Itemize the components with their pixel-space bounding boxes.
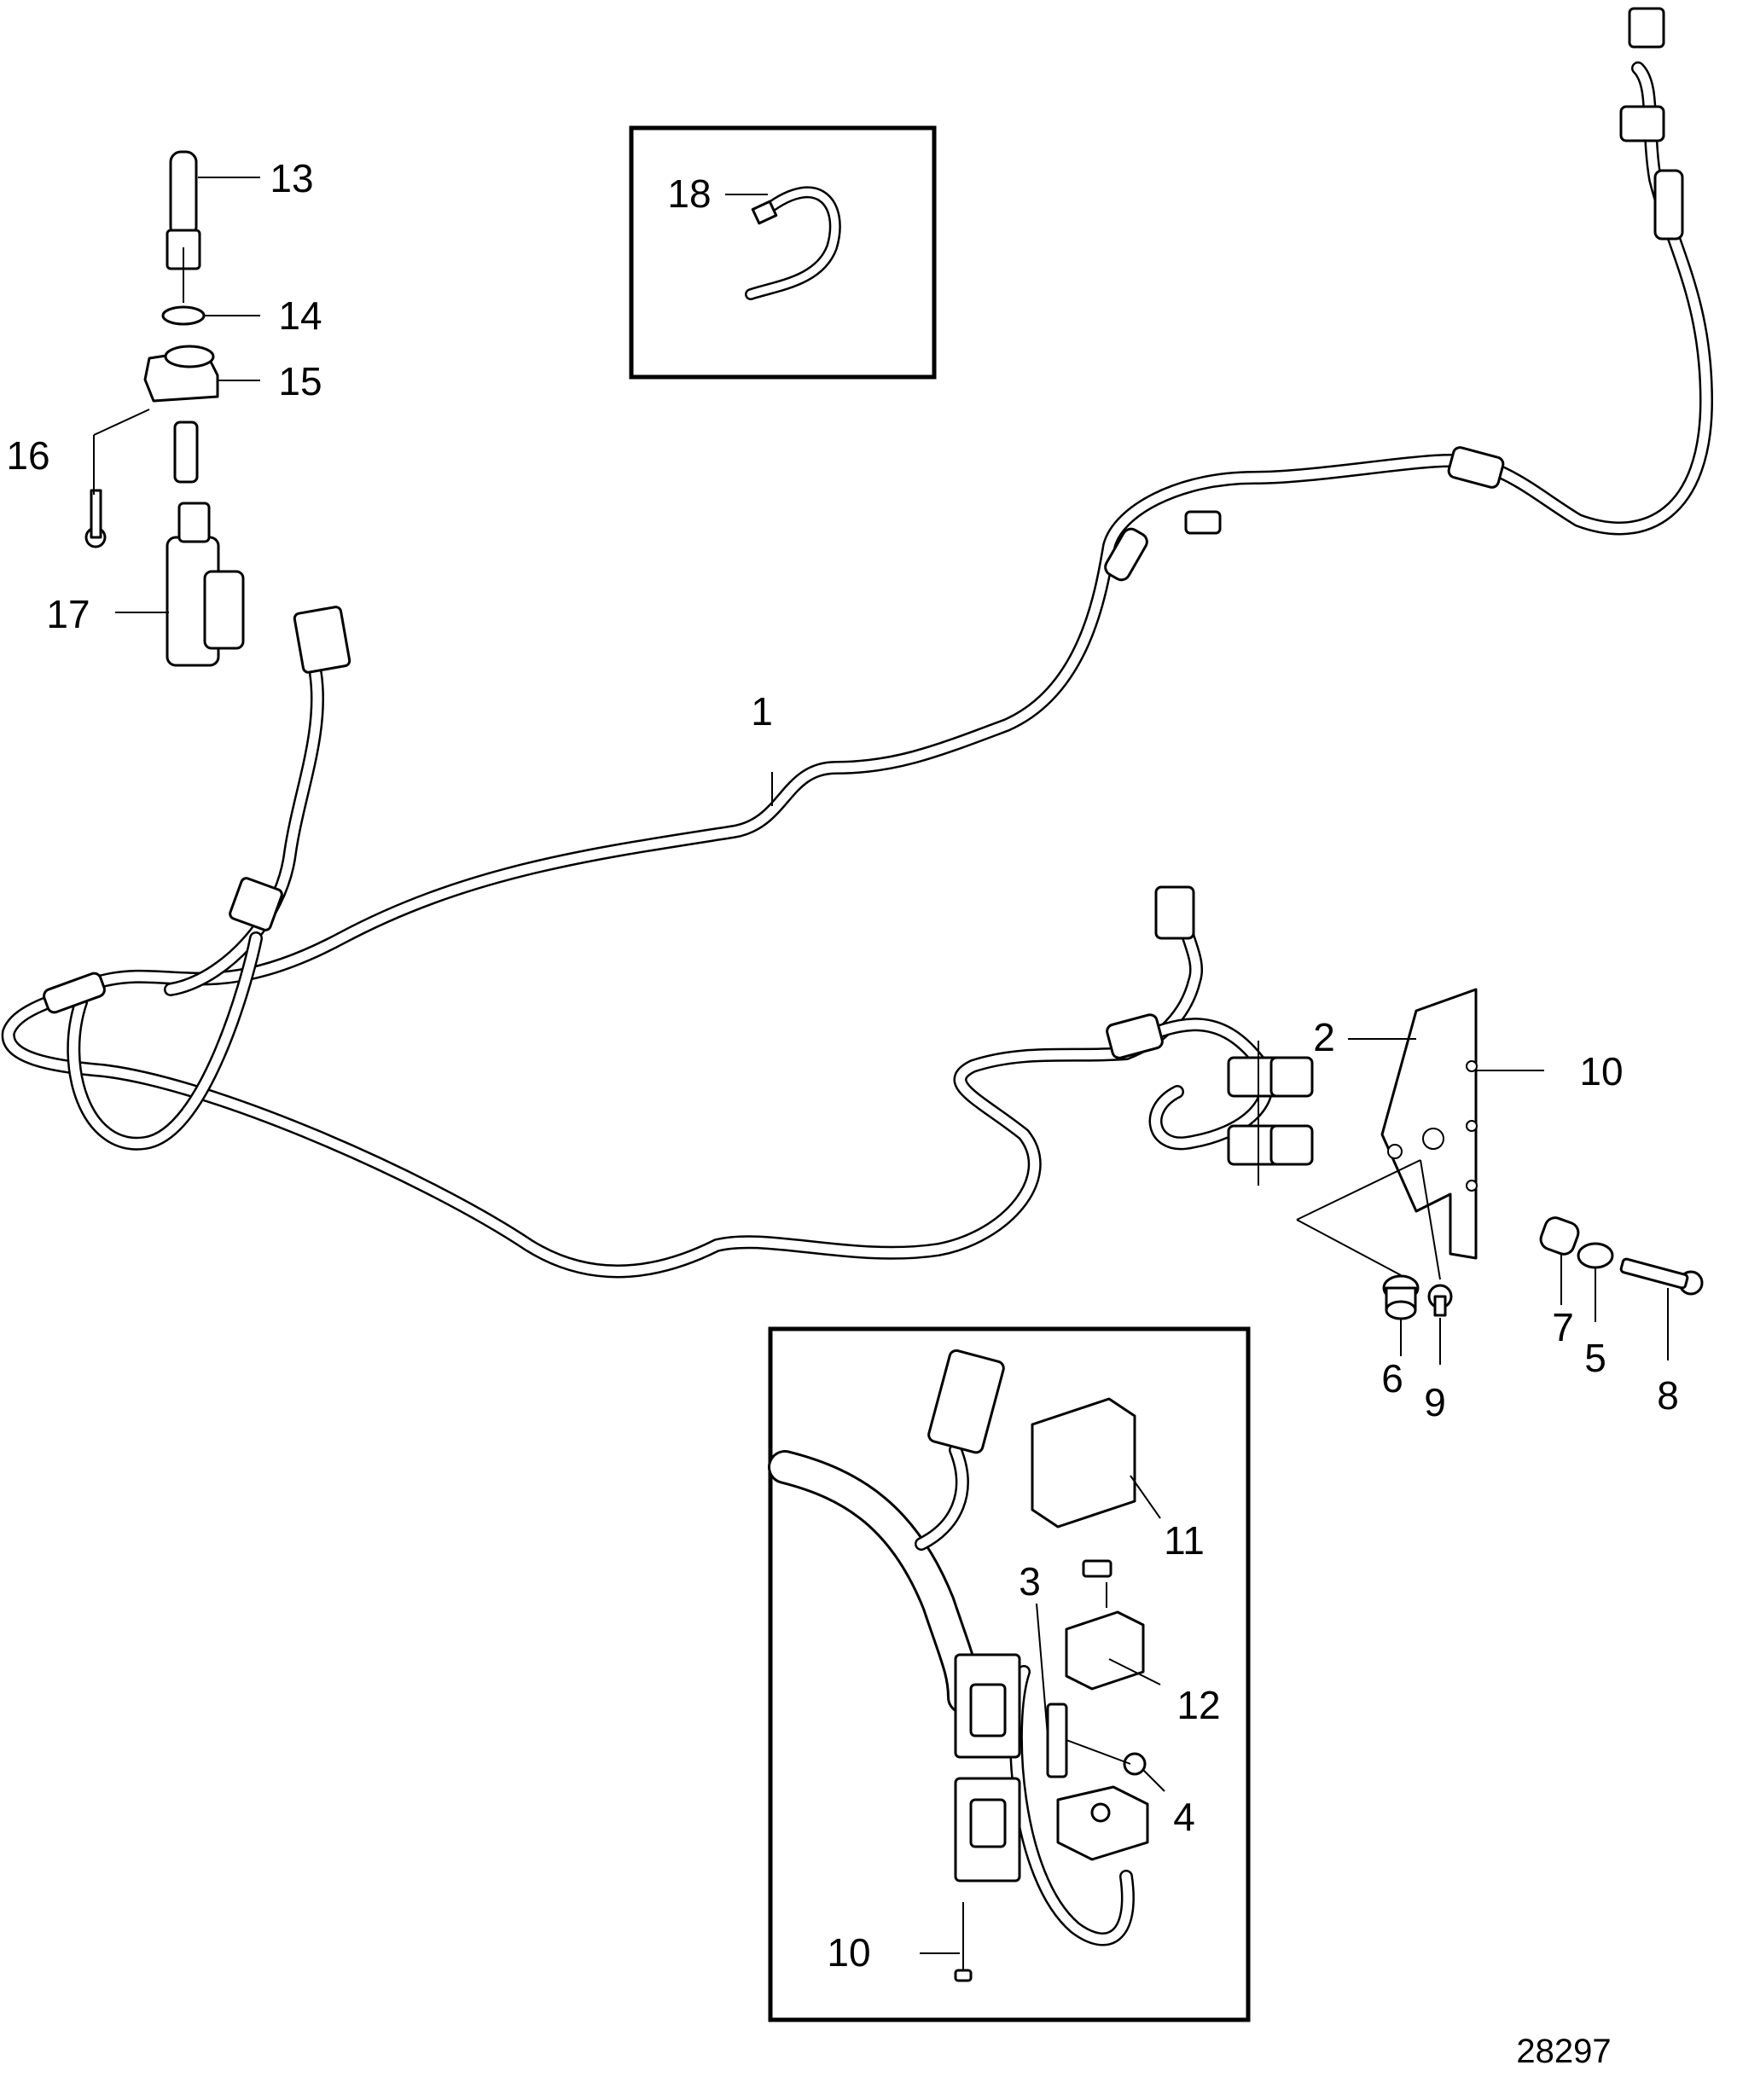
callout-4: 4 xyxy=(1173,1795,1195,1839)
callout-7: 7 xyxy=(1552,1305,1574,1349)
inset-relay-detail xyxy=(768,1326,1251,2022)
callout-6: 6 xyxy=(1381,1356,1403,1401)
mounting-hardware xyxy=(1382,1216,1704,1320)
callout-10-inset: 10 xyxy=(827,1930,870,1975)
relay-socket-cluster xyxy=(1227,1041,1314,1186)
leader-lines xyxy=(93,177,1669,1365)
callout-13: 13 xyxy=(270,156,313,200)
callout-labels: 1 2 3 4 5 6 7 8 9 10 10 11 12 13 14 15 1… xyxy=(6,156,1678,1975)
callout-8: 8 xyxy=(1657,1373,1679,1418)
bracket xyxy=(1380,988,1478,1260)
main-wiring-harness xyxy=(1,7,1713,1279)
inset-cable-tie xyxy=(629,125,937,380)
callout-2: 2 xyxy=(1313,1015,1335,1059)
callout-16: 16 xyxy=(6,433,49,478)
callout-17: 17 xyxy=(46,592,90,636)
callout-9: 9 xyxy=(1424,1380,1446,1424)
callout-1: 1 xyxy=(751,689,773,734)
callout-3: 3 xyxy=(1019,1559,1041,1604)
callout-11: 11 xyxy=(1164,1518,1205,1563)
callout-15: 15 xyxy=(278,359,322,403)
callout-5: 5 xyxy=(1584,1336,1606,1380)
figure-number: 28297 xyxy=(1516,2033,1611,2070)
callout-14: 14 xyxy=(278,293,322,338)
sensor-assembly xyxy=(84,150,351,674)
callout-12: 12 xyxy=(1176,1683,1220,1727)
callout-10-bracket: 10 xyxy=(1579,1049,1623,1094)
callout-18: 18 xyxy=(667,171,711,216)
